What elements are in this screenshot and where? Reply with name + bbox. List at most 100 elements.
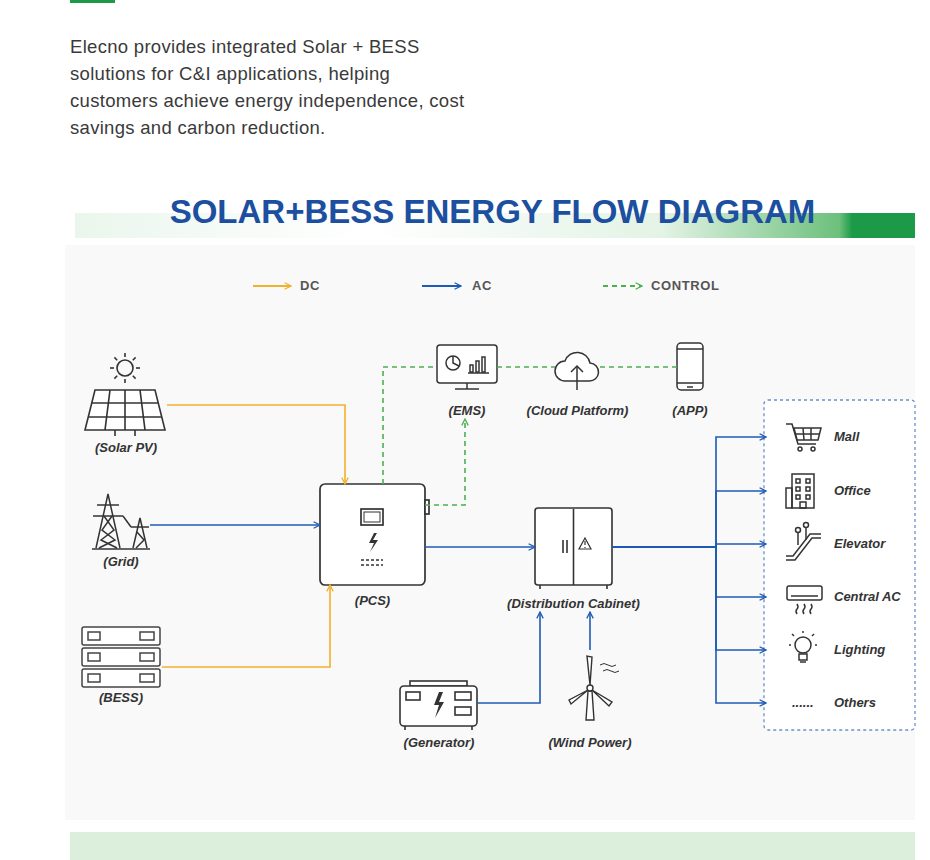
- pcs-cabinet-icon-part: [361, 564, 383, 565]
- cloud-node: (Cloud Platform): [555, 343, 600, 419]
- cloud-icon-part: [571, 366, 583, 372]
- generator-icon: [400, 681, 477, 730]
- solar-icon-part: [114, 357, 117, 360]
- building-icon-part: [800, 502, 806, 508]
- pcs-cabinet-icon-part: [364, 512, 380, 522]
- light-bulb-icon-part: [800, 661, 806, 663]
- solar-icon: [85, 353, 165, 436]
- ems-monitor-icon-part: [482, 357, 485, 372]
- grid-icon: [92, 494, 150, 549]
- solar-icon-part: [133, 357, 136, 360]
- node-label: (PCS): [355, 593, 390, 609]
- node-label-box: (EMS): [449, 403, 486, 419]
- solar-icon-part: [124, 353, 126, 357]
- node-label-box: (APP): [672, 403, 707, 419]
- node-label: (Generator): [404, 735, 475, 751]
- pcs-cabinet-icon-part: [361, 559, 383, 560]
- phone-icon: [677, 343, 703, 390]
- escalator-icon-part: [797, 533, 799, 545]
- load-group-box: [764, 400, 915, 730]
- cart-icon-part: [811, 447, 815, 451]
- ems-monitor-icon-part: [470, 365, 473, 372]
- solar-icon-part: [136, 367, 140, 369]
- generator-icon-part: [404, 726, 406, 730]
- battery-icon-part: [88, 632, 100, 640]
- cart-icon: [786, 424, 821, 451]
- air-conditioner-icon-part: [810, 604, 812, 614]
- pcs-cabinet-icon-part: [320, 484, 425, 585]
- ac-connector: [612, 491, 766, 547]
- distribution-cabinet-node: (Distribution Cabinet): [535, 508, 612, 612]
- node-label: (APP): [672, 403, 707, 419]
- distribution-cabinet-icon-part: [562, 540, 564, 553]
- distribution-cabinet-icon: [535, 508, 612, 589]
- solar-icon-part: [133, 376, 136, 379]
- grid-icon-part: [96, 494, 120, 548]
- escalator-icon: [786, 523, 821, 561]
- battery-icon-part: [82, 648, 160, 666]
- escalator-icon-part: [796, 528, 801, 533]
- load-node: ......Others: [766, 683, 906, 723]
- node-label-box: (Grid): [103, 554, 138, 570]
- load-label: Mall: [834, 429, 859, 445]
- ems-monitor-icon-part: [476, 361, 479, 372]
- panel-background: [65, 245, 915, 820]
- building-icon-part: [796, 479, 800, 483]
- escalator-icon-part: [786, 534, 821, 556]
- building-icon-part: [806, 487, 810, 491]
- node-label: (Solar PV): [95, 440, 157, 456]
- solar-icon-part: [134, 430, 136, 436]
- wind-turbine-icon-part: [587, 656, 592, 685]
- ems-node: (EMS): [437, 343, 497, 419]
- battery-icon-part: [88, 653, 100, 661]
- load-label: Central AC: [834, 589, 901, 605]
- light-bulb-icon-part: [815, 644, 817, 646]
- ems-monitor-icon-part: [437, 345, 497, 383]
- load-label: Elevator: [834, 536, 885, 552]
- generator-icon-part: [434, 692, 444, 718]
- dc-connector: [167, 405, 345, 484]
- load-node: Lighting: [766, 630, 906, 670]
- light-bulb-icon-part: [789, 644, 791, 646]
- distribution-cabinet-icon-part: [584, 547, 585, 548]
- node-label: (Distribution Cabinet): [507, 596, 640, 612]
- node-label: (BESS): [99, 690, 143, 706]
- node-label-box: (Generator): [404, 735, 475, 751]
- ac-connector: [425, 546, 535, 548]
- distribution-cabinet-icon-part: [584, 541, 585, 545]
- solar-icon-part: [124, 379, 126, 383]
- grid-icon-part: [99, 516, 115, 548]
- solar-icon-part: [140, 390, 145, 430]
- distribution-cabinet-icon-part: [606, 585, 608, 589]
- node-label: (Grid): [103, 554, 138, 570]
- legend-samples-part: [603, 285, 642, 287]
- ac-connector: [612, 547, 766, 703]
- grid-icon-part: [136, 532, 144, 548]
- air-conditioner-icon: [787, 586, 822, 614]
- solar-icon-part: [110, 367, 114, 369]
- node-label: (Wind Power): [549, 735, 632, 751]
- ems-monitor-icon-part: [466, 383, 468, 389]
- generator-icon-part: [400, 686, 477, 726]
- dc-connector: [162, 585, 330, 667]
- generator-icon-part: [406, 692, 420, 700]
- load-node: Mall: [766, 417, 906, 457]
- node-label-box: (Cloud Platform): [527, 403, 629, 419]
- ems-monitor-icon-part: [468, 372, 489, 374]
- cloud-icon: [555, 352, 598, 390]
- load-label: Lighting: [834, 642, 885, 658]
- phone-icon-part: [687, 386, 693, 388]
- solar-icon-part: [105, 390, 110, 430]
- escalator-icon-part: [804, 523, 809, 528]
- battery-icon-part: [82, 669, 160, 687]
- distribution-cabinet-icon-part: [539, 585, 541, 589]
- light-bulb-icon-part: [799, 654, 807, 660]
- node-label: (EMS): [449, 403, 486, 419]
- control-connector: [600, 366, 677, 368]
- load-label: Office: [834, 483, 871, 499]
- phone-icon-part: [677, 343, 703, 390]
- building-icon: [786, 474, 814, 508]
- node-label-box: (Distribution Cabinet): [507, 596, 640, 612]
